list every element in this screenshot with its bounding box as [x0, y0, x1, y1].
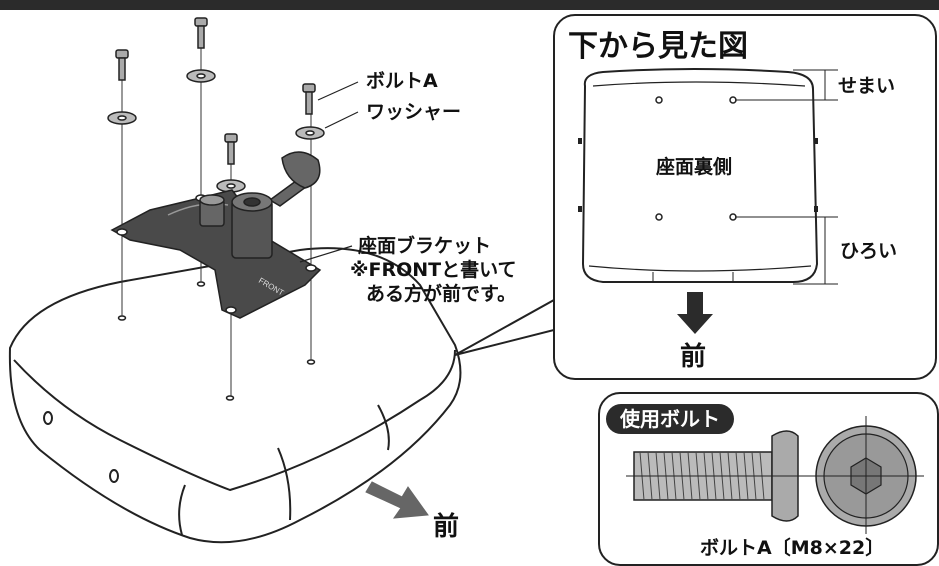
- callout-pointer: [454, 298, 555, 356]
- narrow-label: せまい: [838, 75, 896, 97]
- seat-cushion: [8, 247, 462, 544]
- bolt-spec-caption: ボルトA〔M8×22〕: [700, 537, 885, 559]
- bolt-spec-badge: 使用ボルト: [606, 404, 734, 434]
- label-bolt-a: ボルトA: [366, 70, 438, 92]
- bolt-icons: [115, 17, 316, 165]
- washer-icons: [107, 69, 325, 193]
- wide-label: ひろい: [840, 240, 898, 262]
- seat-back-label: 座面裏側: [656, 156, 733, 178]
- top-bar: [0, 0, 939, 10]
- leader-lines: [299, 81, 359, 263]
- bolt-diagram: [626, 416, 924, 534]
- bottom-view-title: 下から見た図: [568, 29, 748, 64]
- label-bracket-1: 座面ブラケット: [358, 235, 492, 257]
- front-arrow: [365, 481, 429, 519]
- front-label-main: 前: [433, 512, 460, 542]
- inset-front-label: 前: [680, 342, 707, 372]
- seat-bracket: [110, 151, 322, 319]
- label-bracket-3: ある方が前です。: [366, 283, 517, 305]
- label-washer: ワッシャー: [366, 101, 462, 123]
- seat-underside-diagram: [578, 68, 838, 334]
- label-bracket-2: ※FRONTと書いて: [350, 259, 517, 281]
